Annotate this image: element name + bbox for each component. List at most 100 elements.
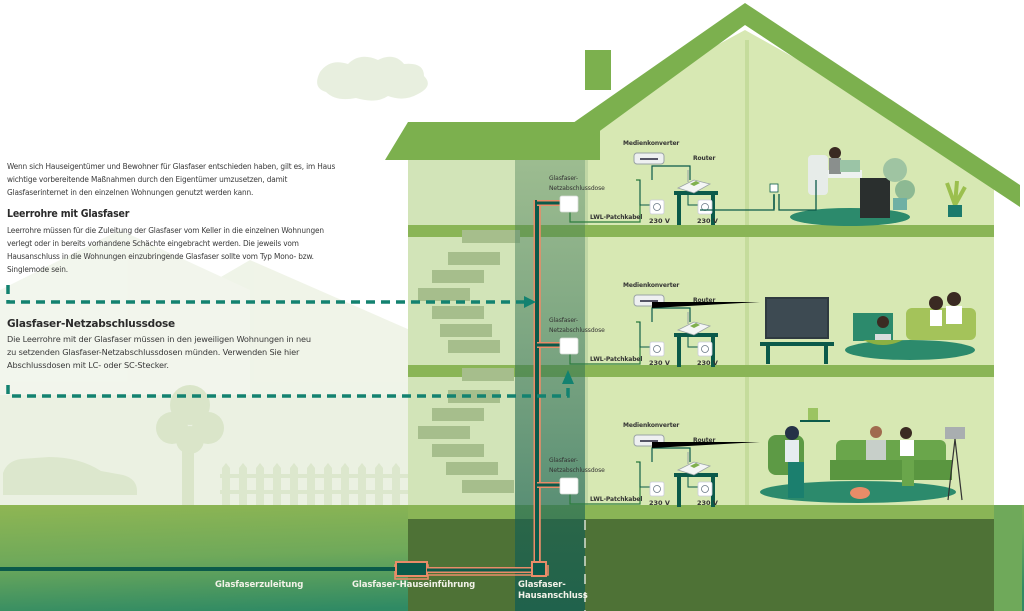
fence-picket [239, 463, 247, 505]
section-body-netzabschluss: Die Leerrohre mit der Glasfaser müssen i… [7, 334, 311, 370]
arrow-leerrohre [6, 285, 524, 304]
floor-slab [408, 505, 1022, 519]
router-icon [676, 321, 712, 336]
label-router: Router [693, 297, 716, 304]
netzabschlussdose-icon [559, 195, 579, 213]
stair-step [440, 324, 492, 337]
house [385, 3, 1022, 611]
router-table [674, 191, 718, 195]
fence-picket [392, 463, 400, 505]
staircase [418, 230, 520, 493]
fence-picket [222, 463, 230, 505]
netzabschlussdose-icon [559, 337, 579, 355]
floor-network-2 [559, 294, 760, 367]
label-hausanschluss-line1: Glasfaser- [518, 580, 566, 590]
label-voltage: 230 V [697, 499, 718, 507]
arrowhead-icon [524, 296, 536, 308]
label-lwl-patchkabel: LWL-Patchkabel [590, 214, 643, 221]
ethernet-socket-icon [769, 183, 779, 193]
router-table [674, 473, 718, 477]
label-lwl-patchkabel: LWL-Patchkabel [590, 496, 643, 503]
router-table [674, 333, 718, 337]
basement [408, 519, 994, 611]
stair-step [462, 230, 520, 243]
label-netzabschlussdose: Glasfaser- Netzabschlussdose [549, 316, 605, 336]
fence-picket [375, 463, 383, 505]
label-netzabschlussdose-line2: Netzabschlussdose [549, 185, 605, 192]
stair-step [432, 408, 484, 421]
router-icon [676, 461, 712, 476]
stair-step [418, 288, 470, 301]
label-medienkonverter: Medienkonverter [623, 140, 680, 147]
car-icon [3, 457, 137, 495]
stair-step [448, 390, 500, 403]
stair-step [446, 462, 498, 475]
label-router: Router [693, 155, 716, 162]
arrow-netzabschluss [6, 385, 570, 398]
room-scene-office [700, 147, 967, 226]
power-socket-icon [649, 341, 665, 357]
fence-picket [256, 463, 264, 505]
label-netzabschlussdose: Glasfaser- Netzabschlussdose [549, 174, 605, 194]
label-voltage: 230 V [649, 217, 670, 225]
label-medienkonverter: Medienkonverter [623, 282, 680, 289]
label-netzabschlussdose-line1: Glasfaser- [549, 175, 578, 182]
arrowhead-icon [562, 370, 574, 384]
house-entry-duct [395, 561, 428, 577]
label-netzabschlussdose-line1: Glasfaser- [549, 317, 578, 324]
pointer-arrows [6, 285, 574, 398]
main-roof [520, 3, 1020, 207]
fiber-shaft [515, 160, 585, 611]
intro-text: Wenn sich Hauseigentümer und Bewohner fü… [7, 161, 336, 197]
section-title-leerrohre: Leerrohre mit Glasfaser [7, 208, 130, 220]
tv-icon [765, 297, 829, 339]
cloud-icon [317, 56, 428, 101]
description-panel: Wenn sich Hauseigentümer und Bewohner fü… [7, 160, 347, 276]
stair-step [418, 426, 470, 439]
label-router: Router [693, 437, 716, 444]
room-scene-livingroom-sofa [760, 408, 965, 503]
stair-step [448, 252, 500, 265]
label-netzabschlussdose: Glasfaser- Netzabschlussdose [549, 456, 605, 476]
label-medienkonverter: Medienkonverter [623, 422, 680, 429]
fence-picket [307, 463, 315, 505]
power-socket-icon [697, 481, 713, 497]
label-lwl-patchkabel: LWL-Patchkabel [590, 356, 643, 363]
stair-step [462, 368, 514, 381]
section-title-netzabschluss: Glasfaser-Netzabschlussdose [7, 318, 175, 330]
main-wall [588, 30, 745, 512]
fence-picket [290, 463, 298, 505]
label-voltage: 230 V [649, 499, 670, 507]
fence-picket [358, 463, 366, 505]
power-socket-icon [697, 199, 713, 215]
fence-picket [324, 463, 332, 505]
room-scene-livingroom-tv [760, 292, 976, 364]
power-socket-icon [649, 481, 665, 497]
fence [220, 463, 417, 505]
netzabschlussdose-icon [559, 477, 579, 495]
stair-step [432, 306, 484, 319]
label-netzabschlussdose-line2: Netzabschlussdose [549, 467, 605, 474]
label-netzabschlussdose-line1: Glasfaser- [549, 457, 578, 464]
power-socket-icon [697, 341, 713, 357]
power-socket-icon [649, 199, 665, 215]
stair-step [432, 444, 484, 457]
background-neighbourhood [0, 56, 428, 508]
stair-step [448, 340, 500, 353]
section-body-leerrohre: Leerrohre müssen für die Zuleitung der G… [7, 225, 324, 274]
router-icon [676, 179, 712, 194]
stair-step [462, 480, 514, 493]
stair-step [432, 270, 484, 283]
label-hauseinfuehrung: Glasfaser-Hauseinführung [352, 580, 476, 590]
floor-network-3 [559, 434, 760, 507]
label-glasfaserzuleitung: Glasfaserzuleitung [215, 580, 304, 590]
label-netzabschlussdose-line2: Netzabschlussdose [549, 327, 605, 334]
section-netzabschluss: Glasfaser-Netzabschlussdose Die Leerrohr… [7, 318, 337, 372]
label-voltage: 230 V [697, 359, 718, 367]
fence-picket [273, 463, 281, 505]
house-connection-box [531, 561, 547, 577]
fence-picket [341, 463, 349, 505]
label-voltage: 230 V [697, 217, 718, 225]
label-voltage: 230 V [649, 359, 670, 367]
